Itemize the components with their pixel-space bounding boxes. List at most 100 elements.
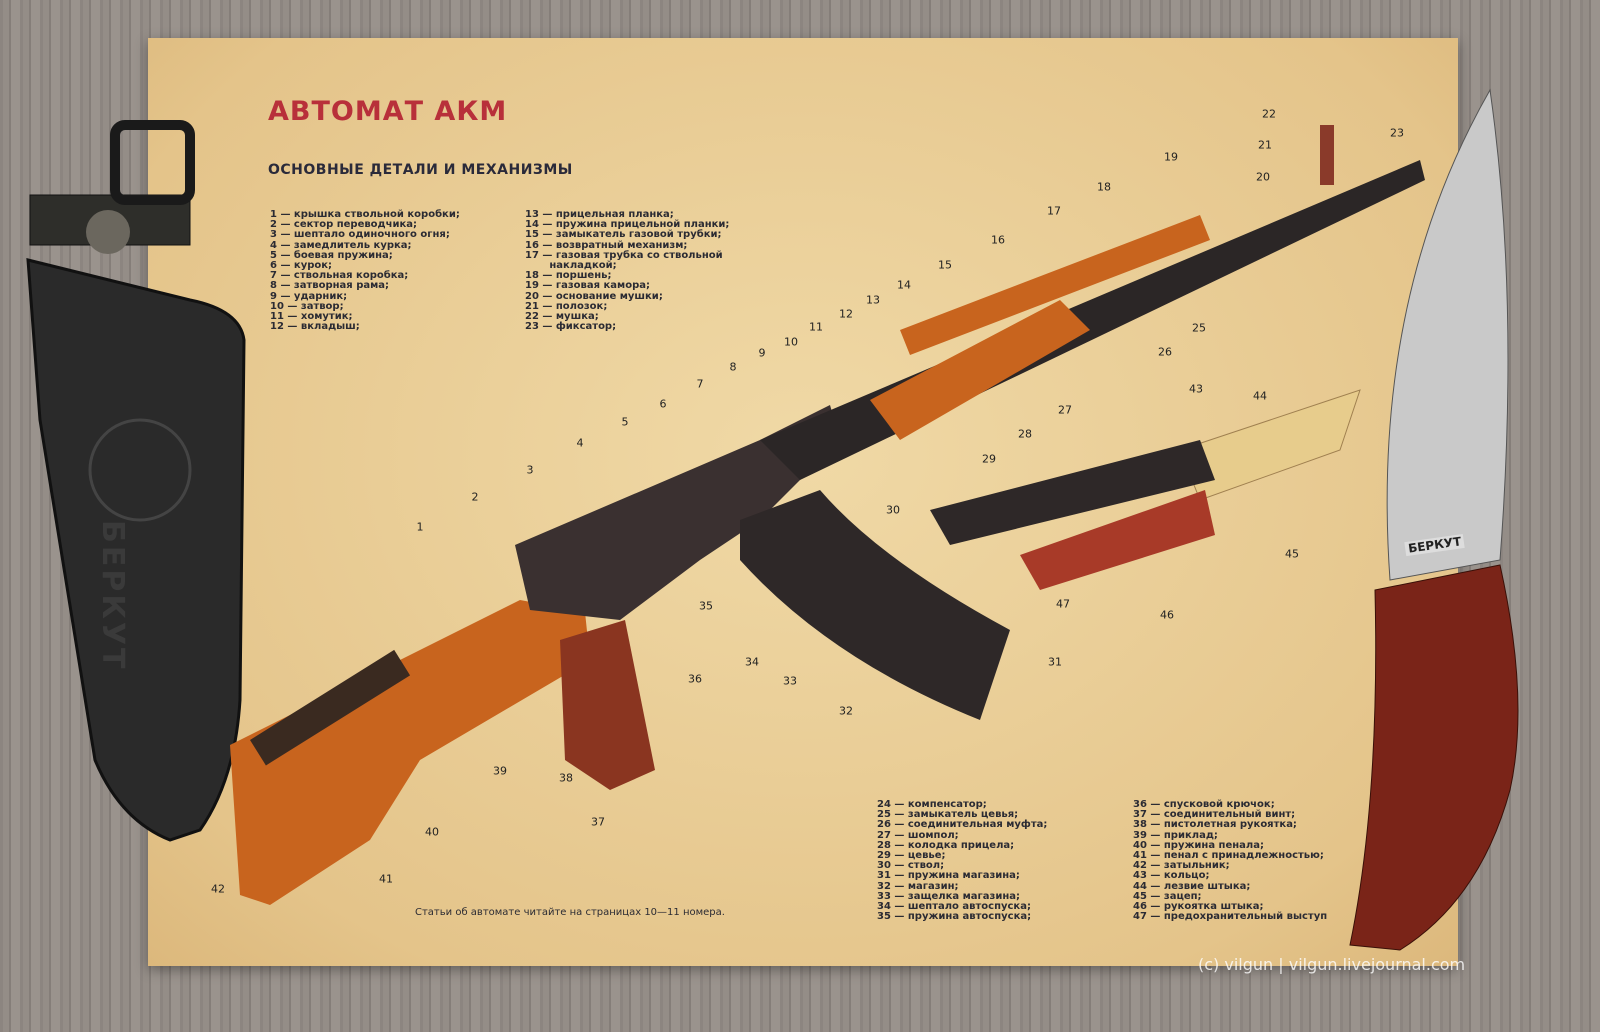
parts-list-item: 22 — мушка; [525, 311, 599, 323]
callout-number: 10 [784, 335, 798, 349]
parts-list-item: 26 — соединительная муфта; [877, 819, 1048, 831]
callout-number: 47 [1056, 597, 1070, 611]
callout-number: 3 [526, 463, 534, 477]
knife-blade [1386, 88, 1509, 581]
callout-number: 17 [1047, 204, 1061, 218]
parts-list-item: 9 — ударник; [270, 290, 348, 302]
callout-number: 23 [1390, 126, 1404, 140]
callout-number: 13 [866, 293, 880, 307]
callout-number: 11 [809, 320, 823, 334]
callout-number: 46 [1160, 608, 1174, 622]
parts-list-item: 43 — кольцо; [1133, 870, 1210, 882]
callout-number: 29 [982, 452, 996, 466]
callout-number: 20 [1256, 170, 1270, 184]
callout-number: 31 [1048, 655, 1062, 669]
callout-number: 43 [1189, 382, 1203, 396]
callout-number: 28 [1018, 427, 1032, 441]
callout-number: 8 [729, 360, 737, 374]
rifle-receiver [515, 405, 840, 620]
callout-number: 14 [897, 278, 911, 292]
callout-number: 25 [1192, 321, 1206, 335]
callout-number: 22 [1262, 107, 1276, 121]
parts-list-item: 1 — крышка ствольной коробки; [270, 209, 460, 220]
rifle-magazine [740, 490, 1010, 720]
parts-list-item: 3 — шептало одиночного огня; [270, 229, 450, 241]
watermark: (c) vilgun | vilgun.livejournal.com [1198, 955, 1466, 974]
callout-number: 34 [745, 655, 759, 669]
parts-list-item: 41 — пенал с принадлежностью; [1133, 850, 1324, 862]
parts-list-2: 13 — прицельная планка;14 — пружина приц… [525, 209, 730, 333]
parts-list-item: 24 — компенсатор; [877, 799, 987, 810]
callout-number: 41 [379, 872, 393, 886]
callout-number: 7 [696, 377, 704, 391]
callout-number: 2 [471, 490, 479, 504]
parts-list-item: 10 — затвор; [270, 300, 344, 312]
parts-list-item: 38 — пистолетная рукоятка; [1133, 819, 1297, 831]
callout-number: 38 [559, 771, 573, 785]
parts-list-item: 7 — ствольная коробка; [270, 270, 409, 282]
callout-number: 16 [991, 233, 1005, 247]
parts-list-item: 42 — затыльник; [1133, 860, 1230, 872]
parts-list-item: 45 — зацеп; [1133, 890, 1202, 902]
parts-list-item: 11 — хомутик; [270, 311, 353, 323]
parts-list-item: 6 — курок; [270, 260, 333, 272]
parts-list-item: 40 — пружина пенала; [1133, 839, 1264, 851]
sheath-snap-icon [86, 210, 130, 254]
parts-list-4: 36 — спусковой крючок;37 — соединительны… [1133, 799, 1328, 923]
parts-list-item: 18 — поршень; [525, 270, 612, 282]
parts-list-item: 32 — магазин; [877, 880, 959, 892]
parts-list-item: 8 — затворная рама; [270, 280, 390, 292]
parts-list-item: 17 — газовая трубка со ствольной [525, 249, 723, 261]
sheath-label: БЕРКУТ [95, 520, 130, 672]
parts-list-item: 47 — предохранительный выступ [1133, 911, 1328, 923]
callout-number: 39 [493, 764, 507, 778]
callout-number: 9 [758, 346, 766, 360]
parts-list-item: 39 — приклад; [1133, 829, 1218, 841]
parts-list-item: 16 — возвратный механизм; [525, 239, 688, 251]
callout-number: 35 [699, 599, 713, 613]
pistol-grip [560, 620, 655, 790]
parts-list-item: 34 — шептало автоспуска; [877, 901, 1031, 913]
callout-number: 36 [688, 672, 702, 686]
callout-number: 45 [1285, 547, 1299, 561]
callout-number: 27 [1058, 403, 1072, 417]
parts-list-item: 46 — рукоятка штыка; [1133, 901, 1264, 913]
bayonet-scabbard [1020, 490, 1215, 590]
callout-number: 30 [886, 503, 900, 517]
parts-list-item: 4 — замедлитель курка; [270, 239, 412, 251]
callout-number: 18 [1097, 180, 1111, 194]
rifle-stock [230, 600, 590, 905]
parts-list-item: 14 — пружина прицельной планки; [525, 219, 730, 231]
bayonet-handle [930, 440, 1215, 545]
poster-subtitle: ОСНОВНЫЕ ДЕТАЛИ И МЕХАНИЗМЫ [268, 162, 573, 178]
parts-list-item: 13 — прицельная планка; [525, 209, 674, 220]
parts-list-item: 25 — замыкатель цевья; [877, 809, 1019, 821]
parts-list-item: накладкой; [525, 260, 617, 272]
callout-number: 37 [591, 815, 605, 829]
parts-list-item: 28 — колодка прицела; [877, 839, 1015, 851]
poster-title: АВТОМАТ АКМ [268, 96, 508, 127]
poster-footer: Статьи об автомате читайте на страницах … [415, 907, 725, 918]
parts-list-item: 35 — пружина автоспуска; [877, 911, 1032, 923]
parts-list-item: 23 — фиксатор; [525, 321, 617, 333]
callout-number: 44 [1253, 389, 1267, 403]
callout-number: 12 [839, 307, 853, 321]
parts-list-item: 12 — вкладыш; [270, 321, 360, 333]
parts-list-item: 44 — лезвие штыка; [1133, 880, 1251, 892]
bayonet-blade [1179, 389, 1361, 501]
parts-list-item: 20 — основание мушки; [525, 290, 663, 302]
callout-number: 40 [425, 825, 439, 839]
handguard [870, 300, 1090, 440]
parts-list-item: 21 — полозок; [525, 300, 608, 312]
callout-number: 4 [576, 436, 584, 450]
callout-number: 21 [1258, 138, 1272, 152]
knife-handle [1349, 564, 1519, 951]
callout-number: 26 [1158, 345, 1172, 359]
callout-number: 19 [1164, 150, 1178, 164]
parts-list-item: 37 — соединительный винт; [1133, 809, 1296, 821]
parts-list-item: 30 — ствол; [877, 860, 945, 872]
callout-number: 42 [211, 882, 225, 896]
callout-number: 6 [659, 397, 667, 411]
knife-sheath [26, 258, 246, 842]
